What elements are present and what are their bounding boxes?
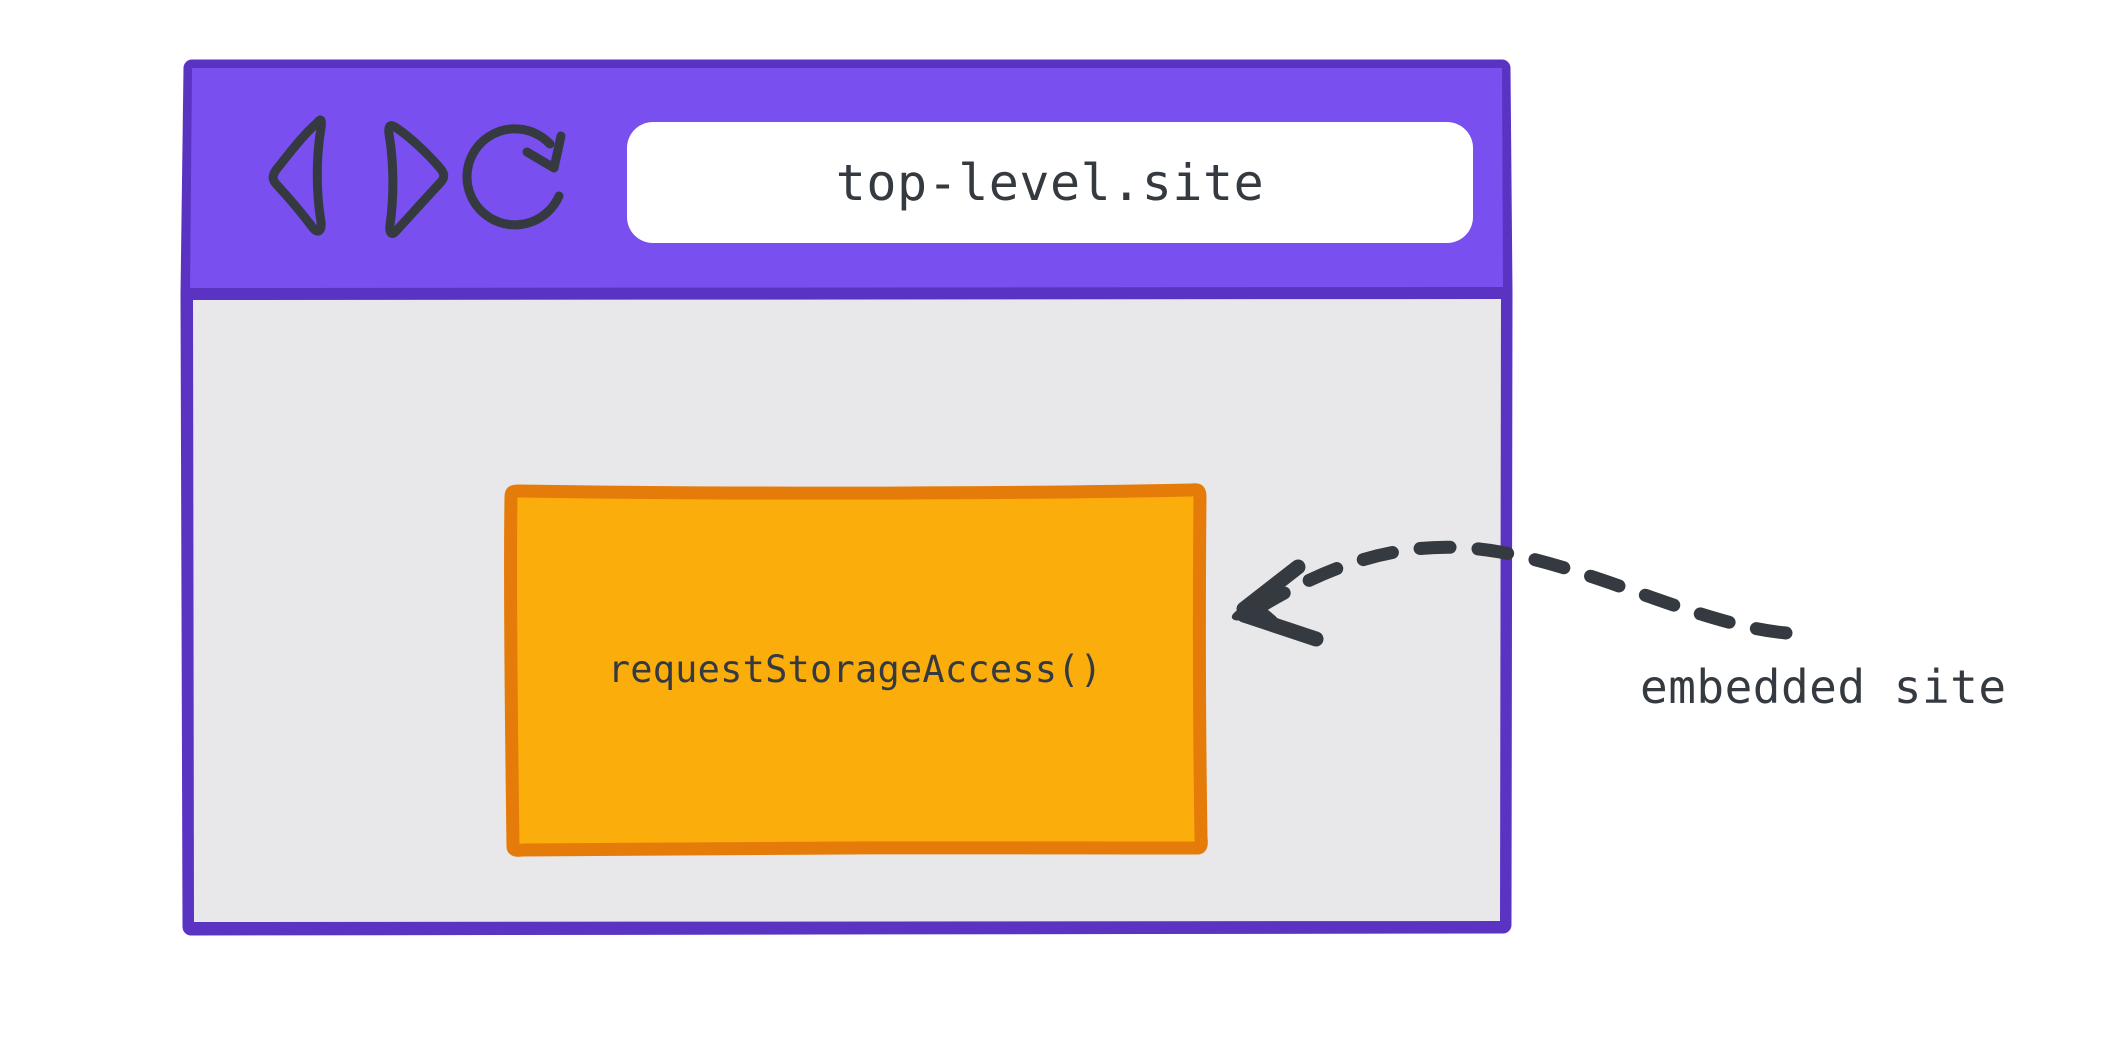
annotation-arrow-dashes: [1248, 540, 1793, 640]
embedded-iframe-label: requestStorageAccess(): [607, 647, 1103, 691]
embedded-iframe-border: [504, 483, 1208, 857]
back-arrow-icon[interactable]: [268, 115, 326, 236]
embedded-iframe[interactable]: [504, 483, 1208, 857]
forward-arrow-icon[interactable]: [384, 121, 449, 238]
annotation-label: embedded site: [1640, 660, 2007, 714]
reload-icon[interactable]: [462, 124, 566, 230]
address-bar[interactable]: [627, 122, 1473, 243]
toolbar-content-divider: [184, 287, 1509, 300]
embedded-iframe-fill: [513, 493, 1199, 847]
arrowhead-stroke-bottom: [1236, 607, 1324, 647]
annotation-arrow: [1231, 540, 1793, 647]
address-bar-text[interactable]: top-level.site: [835, 153, 1265, 212]
arrowhead-stroke-top: [1236, 559, 1306, 617]
